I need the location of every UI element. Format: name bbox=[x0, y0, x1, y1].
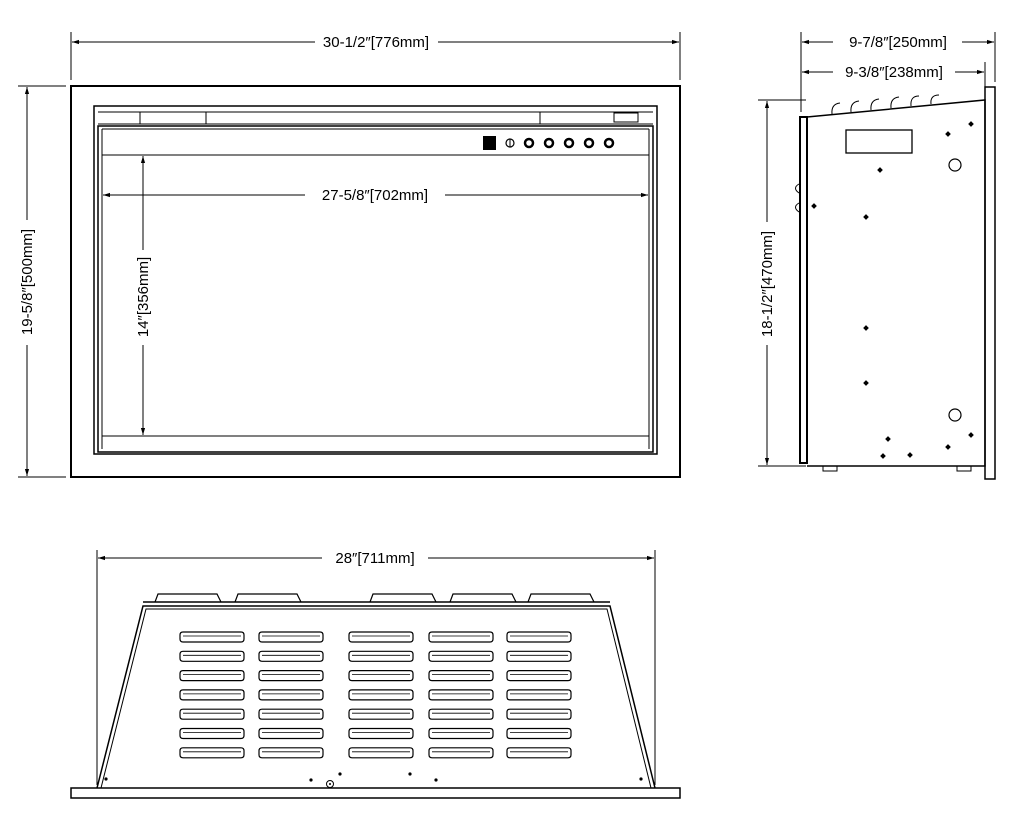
side-front-trim bbox=[799, 116, 808, 464]
side-view: 9-7/8″[250mm] 9-3/8″[238mm] 18-1/2″[470m… bbox=[758, 32, 996, 480]
dim-label: 9-3/8″[238mm] bbox=[845, 64, 943, 81]
dim-label: 14″[356mm] bbox=[135, 257, 152, 337]
vent-slot bbox=[506, 747, 572, 759]
vent-slot bbox=[179, 670, 245, 682]
vent-slot bbox=[428, 708, 494, 720]
vent-slot bbox=[179, 708, 245, 720]
vent-slot bbox=[258, 708, 324, 720]
vent-slot bbox=[258, 747, 324, 759]
vent-slot bbox=[179, 727, 245, 740]
dim-side-body-depth: 9-3/8″[238mm] bbox=[802, 62, 986, 96]
vent-slot bbox=[506, 650, 572, 662]
dim-viewing-width: 27-5/8″[702mm] bbox=[103, 187, 648, 204]
center-bolt-icon bbox=[326, 780, 334, 788]
side-clip bbox=[795, 183, 800, 194]
power-button-icon bbox=[505, 138, 515, 148]
dim-label: 27-5/8″[702mm] bbox=[322, 187, 428, 204]
side-screws bbox=[811, 121, 974, 459]
vent-slot bbox=[506, 631, 572, 643]
top-tabs bbox=[154, 593, 595, 603]
side-back-plate bbox=[984, 86, 996, 480]
vent-slot bbox=[179, 747, 245, 759]
vent-slot bbox=[506, 689, 572, 701]
control-button-icon bbox=[563, 137, 575, 149]
vent-slot bbox=[506, 727, 572, 740]
dim-side-height: 18-1/2″[470mm] bbox=[758, 99, 806, 467]
dim-top-width: 28″[711mm] bbox=[96, 550, 656, 785]
front-outer-frame bbox=[70, 85, 681, 478]
dim-viewing-height: 14″[356mm] bbox=[135, 156, 152, 435]
mounting-hole bbox=[948, 158, 962, 172]
vent-slot bbox=[506, 670, 572, 682]
dim-label: 18-1/2″[470mm] bbox=[759, 231, 776, 337]
vent-slot bbox=[348, 670, 414, 682]
front-top-strip bbox=[98, 111, 653, 125]
rating-label bbox=[845, 129, 913, 154]
vent-slot bbox=[428, 689, 494, 701]
side-body bbox=[806, 99, 986, 467]
vent-slot bbox=[348, 689, 414, 701]
top-screws bbox=[104, 772, 643, 782]
vent-slot bbox=[348, 631, 414, 643]
vent-slot bbox=[348, 747, 414, 759]
control-button-icon bbox=[603, 137, 615, 149]
glass-panel bbox=[97, 125, 654, 453]
vent-slot bbox=[179, 650, 245, 662]
top-view: 28″[711mm] bbox=[70, 550, 681, 799]
dim-label: 9-7/8″[250mm] bbox=[849, 34, 947, 51]
vent-slot bbox=[428, 631, 494, 643]
side-top-tabs bbox=[831, 94, 940, 115]
top-body-inner bbox=[100, 608, 652, 789]
vent-slot bbox=[258, 727, 324, 740]
vent-slot bbox=[428, 670, 494, 682]
vent-slot bbox=[428, 727, 494, 740]
front-view: 30-1/2″[776mm] 19-5/8″[500mm] 27-5/8″[70… bbox=[18, 32, 681, 478]
side-foot bbox=[822, 465, 838, 472]
mounting-hole bbox=[948, 408, 962, 422]
vent-slot bbox=[428, 747, 494, 759]
display-icon bbox=[483, 136, 496, 150]
side-clip bbox=[795, 202, 800, 213]
control-button-icon bbox=[543, 137, 555, 149]
vent-slot bbox=[258, 631, 324, 643]
dim-front-overall-height: 19-5/8″[500mm] bbox=[18, 85, 66, 478]
control-button-icon bbox=[583, 137, 595, 149]
top-body bbox=[96, 605, 656, 789]
side-foot bbox=[956, 465, 972, 472]
front-inner-trim bbox=[93, 105, 658, 455]
vent-slot bbox=[179, 631, 245, 643]
vent-slot bbox=[179, 689, 245, 701]
vent-slot bbox=[506, 708, 572, 720]
control-button-icon bbox=[523, 137, 535, 149]
control-panel bbox=[483, 136, 615, 150]
vent-slot bbox=[348, 727, 414, 740]
vent-slot bbox=[258, 689, 324, 701]
vent-grid bbox=[179, 631, 572, 759]
dim-side-overall-depth: 9-7/8″[250mm] bbox=[800, 32, 996, 112]
vent-slot bbox=[348, 708, 414, 720]
vent-slot bbox=[258, 670, 324, 682]
dim-label: 19-5/8″[500mm] bbox=[19, 229, 36, 335]
dim-label: 28″[711mm] bbox=[335, 550, 414, 567]
vent-slot bbox=[258, 650, 324, 662]
vent-slot bbox=[348, 650, 414, 662]
dim-front-overall-width: 30-1/2″[776mm] bbox=[70, 32, 681, 80]
indicator-window bbox=[613, 112, 639, 123]
vent-slot bbox=[428, 650, 494, 662]
top-front-plate bbox=[70, 787, 681, 799]
dim-label: 30-1/2″[776mm] bbox=[323, 34, 429, 51]
